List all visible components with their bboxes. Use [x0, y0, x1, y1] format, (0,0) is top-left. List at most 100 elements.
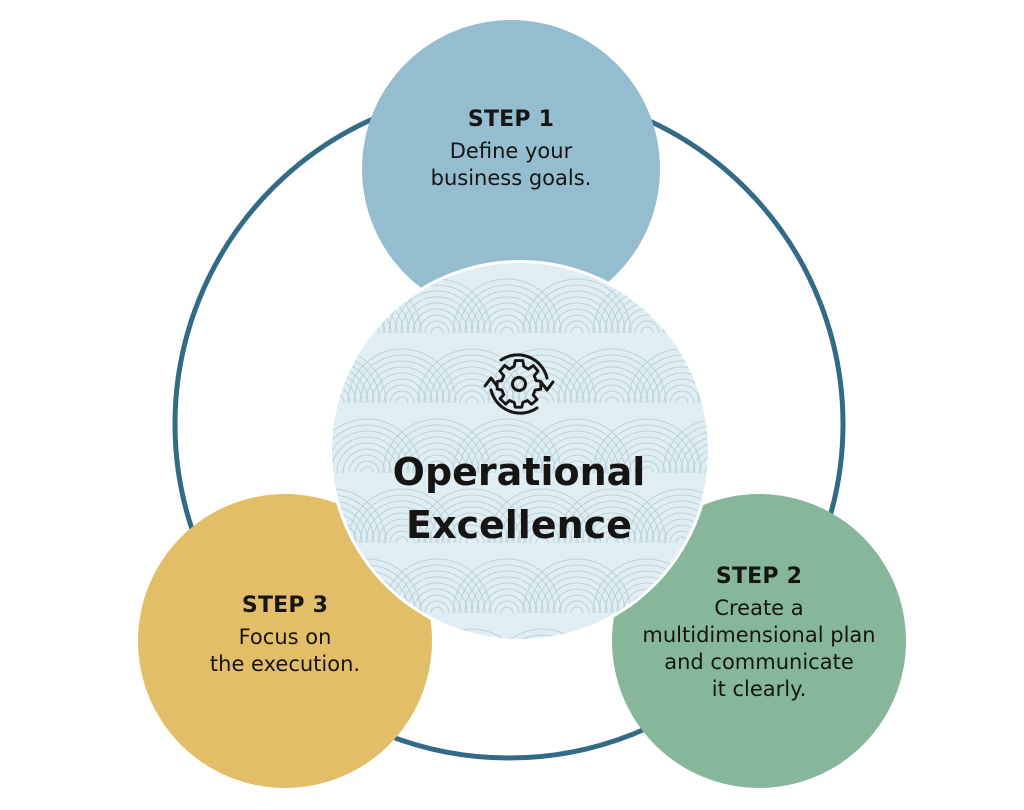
swirl-arc	[500, 466, 514, 474]
step-3-title: STEP 3	[241, 593, 329, 618]
swirl-arc	[332, 518, 357, 544]
swirl-arc	[662, 418, 708, 474]
swirl-arc	[669, 263, 695, 264]
swirl-arc	[675, 263, 689, 264]
swirl-arc	[570, 326, 584, 334]
swirl-arc	[746, 397, 758, 403]
swirl-arc	[704, 460, 708, 474]
swirl-arc	[476, 442, 538, 474]
swirl-arc	[470, 436, 544, 474]
swirl-arc	[482, 308, 532, 334]
swirl-arc	[332, 372, 363, 404]
swirl-arc	[412, 448, 462, 474]
swirl-arc	[470, 576, 544, 614]
swirl-arc	[575, 506, 649, 544]
swirl-arc	[557, 488, 667, 544]
swirl-arc	[389, 390, 415, 404]
swirl-arc	[332, 366, 369, 404]
swirl-arc	[395, 396, 409, 404]
swirl-arc	[512, 653, 572, 683]
swirl-arc	[332, 390, 345, 404]
swirl-arc	[563, 354, 661, 404]
swirl-arc	[540, 576, 614, 614]
swirl-arc	[581, 512, 643, 544]
swirl-arc	[423, 494, 521, 544]
swirl-arc	[634, 320, 660, 334]
step-1-circle	[362, 20, 660, 318]
swirl-arc	[388, 424, 486, 474]
swirl-arc	[458, 564, 556, 614]
swirl-arc	[645, 506, 708, 544]
swirl-arc	[669, 390, 695, 404]
swirl-arc	[570, 606, 584, 614]
swirl-arc	[710, 361, 794, 403]
swirl-arc	[534, 570, 620, 614]
swirl-arc	[336, 442, 398, 474]
swirl-arc	[605, 536, 619, 544]
swirl-arc	[494, 320, 520, 334]
step-2-text-line: Create a	[714, 596, 804, 621]
swirl-arc	[569, 360, 655, 404]
swirl-arc	[487, 628, 597, 639]
swirl-arc	[332, 263, 387, 264]
step-3-label: STEP 3 Focus on the execution.	[165, 592, 405, 678]
step-2-label: STEP 2 Create a multidimensional plan an…	[614, 563, 904, 703]
swirl-arc	[534, 430, 620, 474]
swirl-arc	[400, 296, 474, 334]
swirl-arc	[528, 564, 626, 614]
swirl-arc	[552, 448, 602, 474]
swirl-arc	[640, 326, 654, 334]
swirl-arc	[570, 466, 584, 474]
swirl-arc	[499, 360, 585, 404]
swirl-arc	[332, 348, 387, 404]
swirl-arc	[435, 506, 509, 544]
swirl-arc	[651, 263, 708, 264]
swirl-arc	[733, 279, 841, 333]
swirl-arc	[494, 460, 520, 474]
swirl-arc	[662, 278, 708, 334]
swirl-arc	[639, 500, 708, 544]
swirl-arc	[604, 430, 690, 474]
step-3-text-line: Focus on	[238, 625, 332, 650]
swirl-arc	[627, 488, 708, 544]
swirl-arc	[528, 284, 626, 334]
swirl-arc	[668, 284, 708, 334]
swirl-arc	[353, 354, 451, 404]
swirl-arc	[697, 263, 708, 264]
swirl-arc	[733, 419, 841, 473]
center-title-line-1: Operational	[392, 450, 646, 494]
swirl-arc	[332, 263, 351, 264]
swirl-arc	[674, 430, 708, 474]
swirl-arc	[499, 500, 585, 544]
swirl-arc	[769, 315, 805, 333]
swirl-arc	[675, 396, 689, 404]
swirl-arc	[424, 460, 450, 474]
swirl-arc	[332, 263, 375, 264]
center-circle	[332, 263, 708, 639]
swirl-arc	[517, 518, 567, 544]
swirl-arc	[716, 227, 788, 263]
swirl-arc	[634, 460, 660, 474]
swirl-arc	[722, 233, 782, 263]
swirl-arc	[711, 327, 723, 333]
swirl-arc	[332, 494, 381, 544]
swirl-arc	[332, 430, 410, 474]
swirl-arc	[406, 302, 468, 334]
swirl-arc	[587, 378, 637, 404]
swirl-arc	[536, 677, 548, 683]
swirl-arc	[412, 588, 462, 614]
swirl-arc	[506, 647, 578, 683]
swirl-arc	[412, 308, 462, 334]
step-3-circle	[138, 494, 432, 788]
swirl-arc	[332, 500, 375, 544]
swirl-arc	[406, 582, 468, 614]
swirl-arc	[522, 418, 632, 474]
swirl-arc	[605, 396, 619, 404]
swirl-arc	[332, 558, 422, 614]
swirl-arc	[535, 536, 549, 544]
swirl-arc	[610, 436, 684, 474]
swirl-arc	[524, 665, 560, 683]
swirl-arc	[400, 576, 474, 614]
swirl-arc	[430, 641, 514, 683]
swirl-arc	[500, 326, 514, 334]
